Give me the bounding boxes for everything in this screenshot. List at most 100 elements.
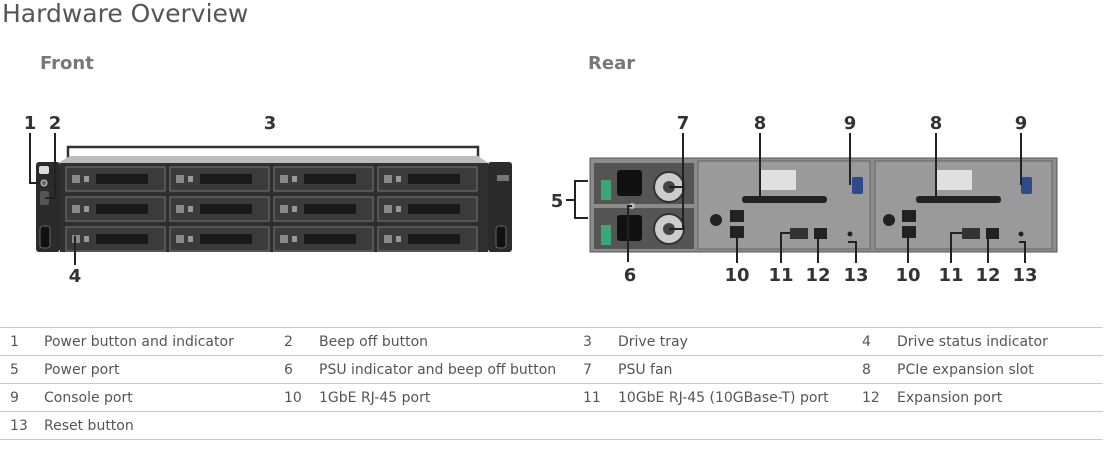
drive-tray-handle [304,204,356,214]
legend-number [583,411,618,440]
legend-number: 4 [862,327,897,356]
drive-status-indicator [280,205,288,213]
drive-tray-lock [396,206,401,212]
leader-13a [848,241,857,263]
callout-8a: 8 [754,113,767,134]
legend-number: 2 [284,327,319,356]
drive-tray-handle [96,234,148,244]
rear-view [589,157,1058,253]
drive-tray-bracket [66,145,480,162]
legend-label: Power button and indicator [44,327,284,356]
power-port-bottom [617,215,642,241]
thumbscrew-2 [883,214,895,226]
callout-9a: 9 [844,113,857,134]
model-label [497,175,509,181]
legend-label: Beep off button [319,327,583,356]
drive-tray-handle [408,234,460,244]
callout-13b: 13 [1012,265,1037,286]
drive-tray[interactable] [169,166,270,192]
expansion-port-1 [814,228,827,239]
leader-13b [1019,241,1026,263]
psu-latch-bottom [601,225,611,245]
front-heading: Front [40,53,94,74]
legend-label [897,411,1103,440]
callout-6: 6 [624,265,637,286]
drive-status-indicator [384,175,392,183]
callout-1: 1 [24,113,37,134]
drive-status-indicator [176,235,184,243]
reset-button-1 [847,231,853,237]
legend-label: 1GbE RJ-45 port [319,383,583,412]
callout-12a: 12 [805,265,830,286]
drive-tray-lock [188,176,193,182]
console-port-2 [1021,177,1032,194]
drive-status-indicator [72,205,80,213]
ear-screw-left [39,166,49,174]
legend-label: PCIe expansion slot [897,355,1103,384]
thumbscrew-1 [710,214,722,226]
drive-tray-lock [396,176,401,182]
drive-tray-lock [188,206,193,212]
legend-label [618,411,862,440]
drive-tray-handle [304,174,356,184]
callout-8b: 8 [930,113,943,134]
callout-5: 5 [551,191,564,212]
drive-tray-lock [292,236,297,242]
legend-label: 10GbE RJ-45 (10GBase-T) port [618,383,862,412]
callout-4: 4 [69,266,82,287]
console-port-1 [852,177,863,194]
power-port-top [617,170,642,196]
legend-label: PSU indicator and beep off button [319,355,583,384]
legend-number: 1 [0,327,44,356]
drive-tray-lock [84,176,89,182]
gbe-port-1a [730,210,744,222]
drive-tray-handle [408,174,460,184]
drive-status-indicator [384,235,392,243]
drive-status-indicator [384,205,392,213]
legend-number: 7 [583,355,618,384]
drive-tray-handle [304,234,356,244]
callout-12b: 12 [975,265,1000,286]
expansion-port-2 [986,228,999,239]
legend-number: 3 [583,327,618,356]
legend-label: PSU fan [618,355,862,384]
legend-number: 5 [0,355,44,384]
callout-11a: 11 [768,265,793,286]
drive-tray-lock [396,236,401,242]
callout-lines [29,133,1026,265]
legend-label: Expansion port [897,383,1103,412]
psu-latch-top [601,180,611,200]
front-view [36,145,512,252]
leader-7 [669,133,684,230]
drive-trays [65,166,478,252]
leader-2 [45,133,56,199]
legend-number [862,411,897,440]
drive-status-indicator [72,175,80,183]
callout-10b: 10 [895,265,920,286]
legend-number: 10 [284,383,319,412]
drive-status-indicator [176,175,184,183]
legend-number: 9 [0,383,44,412]
drive-tray-handle [200,174,252,184]
legend-number: 8 [862,355,897,384]
callout-13a: 13 [843,265,868,286]
legend-label: Reset button [44,411,284,440]
drive-tray-lock [188,236,193,242]
chassis-top [58,156,488,163]
legend-label: Console port [44,383,284,412]
callout-3: 3 [264,113,277,134]
legend-label [319,411,583,440]
callout-11b: 11 [938,265,963,286]
leader-6 [627,205,632,262]
legend-label: Drive tray [618,327,862,356]
drive-tray[interactable] [273,196,374,222]
drive-tray-lock [84,236,89,242]
tengbe-port-2 [962,228,980,239]
tengbe-port-1 [790,228,808,239]
legend-label: Power port [44,355,284,384]
